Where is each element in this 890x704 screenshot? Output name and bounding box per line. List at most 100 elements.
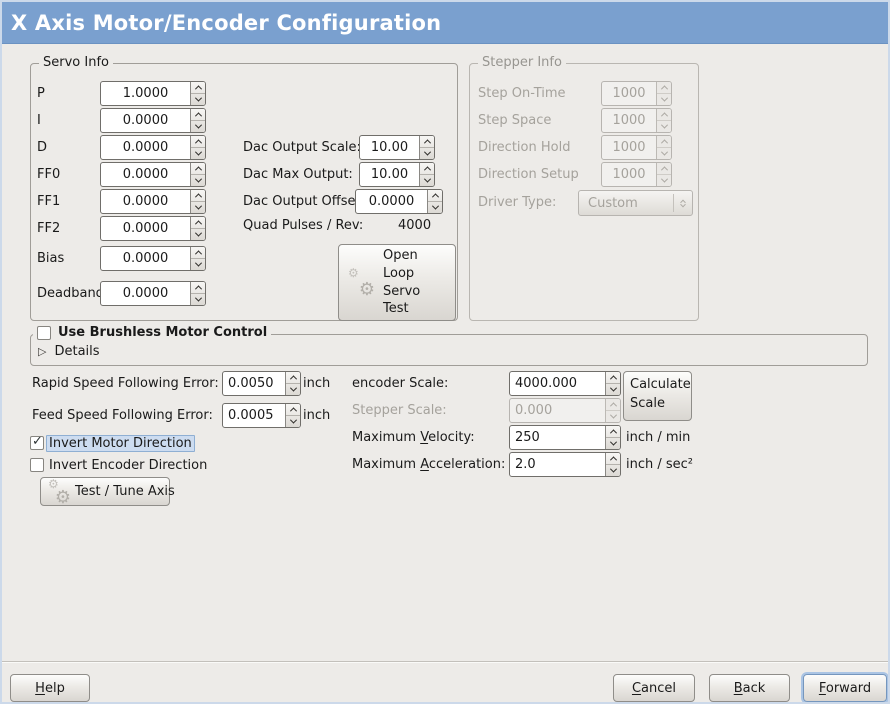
rapid-following-error-unit: inch: [303, 376, 331, 391]
dac-output-scale-input[interactable]: 10.00: [359, 135, 435, 160]
spin-up-icon[interactable]: [606, 426, 620, 438]
spinner-buttons: [656, 109, 671, 132]
spin-up-icon[interactable]: [191, 217, 205, 229]
back-button[interactable]: Back: [709, 674, 790, 702]
rapid-following-error-input[interactable]: 0.0050: [222, 371, 301, 396]
spinner-buttons[interactable]: [190, 82, 205, 105]
spin-up-icon[interactable]: [191, 247, 205, 259]
spin-down-icon[interactable]: [286, 384, 300, 395]
dac-output-offset-input[interactable]: 0.0000: [355, 189, 443, 214]
invert-motor-label[interactable]: Invert Motor Direction: [46, 434, 195, 452]
spin-down-icon[interactable]: [191, 148, 205, 159]
spin-up-icon: [657, 163, 671, 175]
maximum-velocity-label: Maximum Velocity:: [352, 430, 475, 445]
maximum-velocity-unit: inch / min: [626, 430, 691, 445]
spin-up-icon[interactable]: [606, 453, 620, 465]
use-brushless-checkbox[interactable]: [37, 325, 51, 340]
d-label: D: [37, 140, 48, 155]
spin-up-icon[interactable]: [191, 136, 205, 148]
spinner-buttons[interactable]: [190, 247, 205, 270]
spin-down-icon[interactable]: [606, 384, 620, 395]
spin-up-icon: [657, 109, 671, 121]
invert-encoder-checkbox[interactable]: [30, 458, 44, 472]
invert-motor-checkbox[interactable]: [30, 434, 44, 450]
spin-down-icon[interactable]: [286, 416, 300, 427]
feed-following-error-label: Feed Speed Following Error:: [32, 408, 213, 423]
spin-up-icon[interactable]: [286, 404, 300, 416]
forward-button[interactable]: Forward: [803, 674, 887, 702]
spin-down-icon[interactable]: [420, 148, 434, 159]
calculate-scale-button[interactable]: Calculate Scale: [623, 371, 692, 421]
spin-up-icon[interactable]: [286, 372, 300, 384]
spinner-buttons[interactable]: [190, 282, 205, 305]
spin-down-icon[interactable]: [191, 121, 205, 132]
expander-arrow-icon: ▷: [38, 345, 47, 358]
page-title: X Axis Motor/Encoder Configuration: [11, 10, 442, 35]
spin-up-icon[interactable]: [420, 163, 434, 175]
spinner-buttons[interactable]: [190, 190, 205, 213]
spinner-buttons[interactable]: [419, 136, 434, 159]
ff1-input[interactable]: 0.0000: [100, 189, 206, 214]
p-label: P: [37, 86, 45, 101]
bias-input[interactable]: 0.0000: [100, 246, 206, 271]
d-input[interactable]: 0.0000: [100, 135, 206, 160]
spin-up-icon[interactable]: [191, 282, 205, 294]
spin-down-icon[interactable]: [606, 438, 620, 449]
use-brushless-label[interactable]: Use Brushless Motor Control: [58, 325, 268, 340]
spinner-buttons[interactable]: [190, 217, 205, 240]
spin-down-icon[interactable]: [420, 175, 434, 186]
step-space-label: Step Space: [478, 113, 552, 128]
ff0-input[interactable]: 0.0000: [100, 162, 206, 187]
spin-up-icon[interactable]: [191, 190, 205, 202]
spinner-buttons: [656, 136, 671, 159]
ff2-input[interactable]: 0.0000: [100, 216, 206, 241]
open-loop-servo-test-button[interactable]: ⚙⚙ Open Loop Servo Test: [338, 244, 456, 321]
spin-down-icon[interactable]: [428, 202, 442, 213]
cancel-button[interactable]: Cancel: [613, 674, 695, 702]
invert-encoder-direction-row[interactable]: Invert Encoder Direction: [30, 456, 207, 474]
details-expander[interactable]: ▷ Details: [38, 344, 100, 359]
spin-down-icon[interactable]: [191, 175, 205, 186]
spinner-buttons[interactable]: [190, 136, 205, 159]
invert-encoder-label[interactable]: Invert Encoder Direction: [49, 457, 208, 473]
spinner-buttons[interactable]: [190, 163, 205, 186]
maximum-acceleration-input[interactable]: 2.0: [509, 452, 621, 477]
spinner-buttons[interactable]: [605, 372, 620, 395]
spin-down-icon[interactable]: [606, 465, 620, 476]
spin-up-icon[interactable]: [191, 109, 205, 121]
help-button[interactable]: Help: [10, 674, 90, 702]
spin-down-icon[interactable]: [191, 294, 205, 305]
test-tune-axis-button[interactable]: ⚙⚙ Test / Tune Axis: [40, 477, 175, 508]
spinner-buttons[interactable]: [605, 426, 620, 449]
spinner-buttons[interactable]: [605, 453, 620, 476]
spin-up-icon[interactable]: [606, 372, 620, 384]
spin-up-icon[interactable]: [420, 136, 434, 148]
spin-up-icon[interactable]: [191, 82, 205, 94]
spinner-buttons[interactable]: [427, 190, 442, 213]
spinner-buttons[interactable]: [285, 372, 300, 395]
rapid-following-error-label: Rapid Speed Following Error:: [32, 376, 219, 391]
brushless-legend: Use Brushless Motor Control: [33, 325, 272, 340]
servo-info-group: Servo Info P 1.0000 I 0.0000 D 0.0000 FF…: [30, 55, 458, 321]
spin-up-icon[interactable]: [428, 190, 442, 202]
spin-down-icon[interactable]: [191, 229, 205, 240]
spinner-buttons[interactable]: [285, 404, 300, 427]
spin-down-icon[interactable]: [191, 94, 205, 105]
p-input[interactable]: 1.0000: [100, 81, 206, 106]
stepper-info-legend: Stepper Info: [478, 55, 566, 70]
ff0-label: FF0: [37, 167, 61, 182]
ff1-label: FF1: [37, 194, 61, 209]
spin-down-icon[interactable]: [191, 202, 205, 213]
feed-following-error-input[interactable]: 0.0005: [222, 403, 301, 428]
encoder-scale-input[interactable]: 4000.000: [509, 371, 621, 396]
spinner-buttons[interactable]: [419, 163, 434, 186]
spin-down-icon[interactable]: [191, 259, 205, 270]
spinner-buttons[interactable]: [190, 109, 205, 132]
i-input[interactable]: 0.0000: [100, 108, 206, 133]
maximum-velocity-input[interactable]: 250: [509, 425, 621, 450]
dac-output-scale-label: Dac Output Scale:: [243, 140, 361, 155]
spin-up-icon[interactable]: [191, 163, 205, 175]
deadband-input[interactable]: 0.0000: [100, 281, 206, 306]
dac-max-output-input[interactable]: 10.00: [359, 162, 435, 187]
invert-motor-direction-row[interactable]: Invert Motor Direction: [30, 434, 195, 452]
